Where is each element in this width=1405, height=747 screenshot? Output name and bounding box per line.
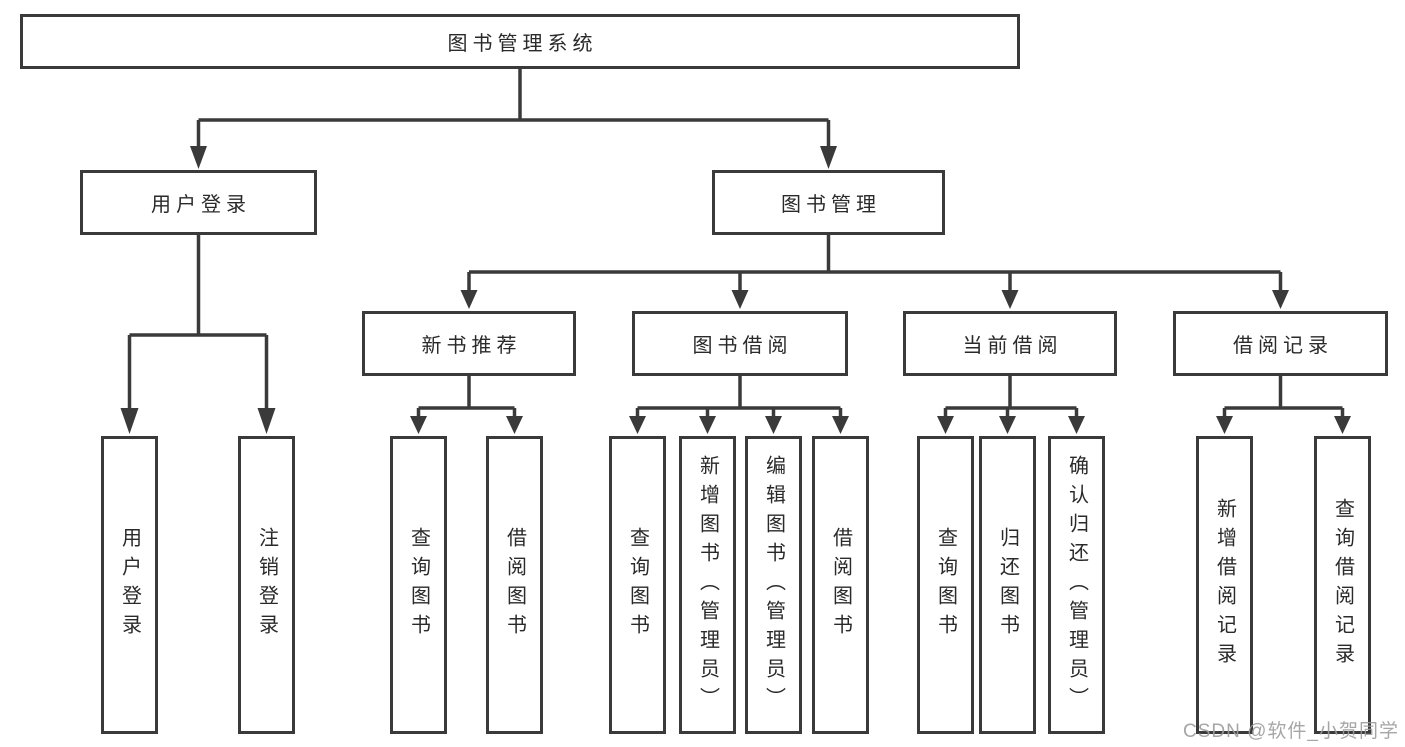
node-user-login-label: 用户登录 [151, 194, 251, 216]
node-current-borrow-label: 当前借阅 [962, 335, 1063, 357]
leaf-edit-books-admin: 编辑图书（管理员） [745, 436, 802, 734]
leaf-add-borrow-record-label: 新增借阅记录 [1213, 498, 1236, 672]
leaf-query-books-borrow: 查询图书 [609, 436, 666, 734]
leaf-borrow-books-newbook-label: 借阅图书 [503, 527, 526, 643]
leaf-return-books: 归还图书 [979, 436, 1036, 734]
arrowhead-group [120, 146, 1351, 434]
node-borrow-records: 借阅记录 [1173, 311, 1388, 376]
leaf-add-books-admin-label: 新增图书（管理员） [696, 454, 719, 716]
leaf-query-books-current-label: 查询图书 [934, 527, 957, 643]
node-root-label: 图书管理系统 [447, 33, 598, 55]
leaf-confirm-return-admin: 确认归还（管理员） [1048, 436, 1105, 734]
leaf-query-borrow-record: 查询借阅记录 [1314, 436, 1371, 734]
leaf-query-borrow-record-label: 查询借阅记录 [1331, 498, 1354, 672]
leaf-query-books-current: 查询图书 [917, 436, 974, 734]
leaf-borrow-books: 借阅图书 [812, 436, 869, 734]
leaf-add-borrow-record: 新增借阅记录 [1196, 436, 1253, 734]
csdn-watermark: CSDN @软件_小贺同学 [1183, 721, 1399, 742]
node-user-login: 用户登录 [80, 170, 317, 235]
leaf-borrow-books-label: 借阅图书 [829, 527, 852, 643]
leaf-query-books-newbook-label: 查询图书 [407, 527, 430, 643]
node-book-management-label: 图书管理 [781, 194, 881, 216]
node-root-library-system: 图书管理系统 [20, 14, 1020, 69]
leaf-user-login: 用户登录 [101, 436, 158, 734]
node-new-book-recommend-label: 新书推荐 [421, 335, 522, 357]
leaf-logout-login-label: 注销登录 [255, 527, 278, 643]
leaf-user-login-label: 用户登录 [118, 527, 141, 643]
leaf-edit-books-admin-label: 编辑图书（管理员） [762, 454, 785, 716]
leaf-add-books-admin: 新增图书（管理员） [679, 436, 736, 734]
leaf-return-books-label: 归还图书 [996, 527, 1019, 643]
node-current-borrow: 当前借阅 [903, 311, 1117, 376]
leaf-borrow-books-newbook: 借阅图书 [486, 436, 543, 734]
node-book-borrow: 图书借阅 [632, 311, 848, 376]
leaf-logout-login: 注销登录 [238, 436, 295, 734]
node-book-borrow-label: 图书借阅 [692, 335, 793, 357]
leaf-query-books-newbook: 查询图书 [390, 436, 447, 734]
node-borrow-records-label: 借阅记录 [1233, 335, 1333, 357]
leaf-query-books-borrow-label: 查询图书 [626, 527, 649, 643]
node-book-management: 图书管理 [712, 170, 945, 235]
leaf-confirm-return-admin-label: 确认归还（管理员） [1065, 454, 1088, 716]
node-new-book-recommend: 新书推荐 [362, 311, 576, 376]
